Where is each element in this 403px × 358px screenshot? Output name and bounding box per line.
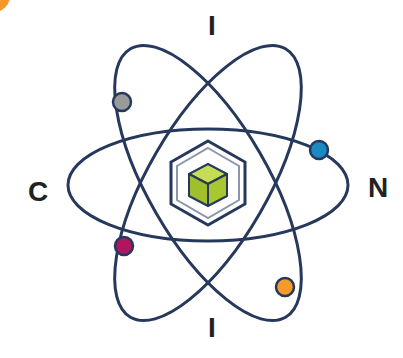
electron-dot <box>115 237 133 255</box>
corner-mark <box>0 0 10 12</box>
electron-dot <box>310 141 328 159</box>
axis-letter: I <box>208 12 216 40</box>
orbit <box>79 19 338 347</box>
cube-right <box>208 174 227 206</box>
electron-dot <box>113 93 131 111</box>
axis-letter: C <box>28 178 48 206</box>
axis-letter: I <box>208 314 216 342</box>
hexagon-inner <box>177 148 239 218</box>
orbit <box>79 19 338 347</box>
orbit <box>68 129 348 241</box>
axis-letter: N <box>368 174 388 202</box>
hexagon-outer <box>171 141 245 225</box>
cube-left <box>189 174 208 206</box>
electron-dot <box>276 278 294 296</box>
